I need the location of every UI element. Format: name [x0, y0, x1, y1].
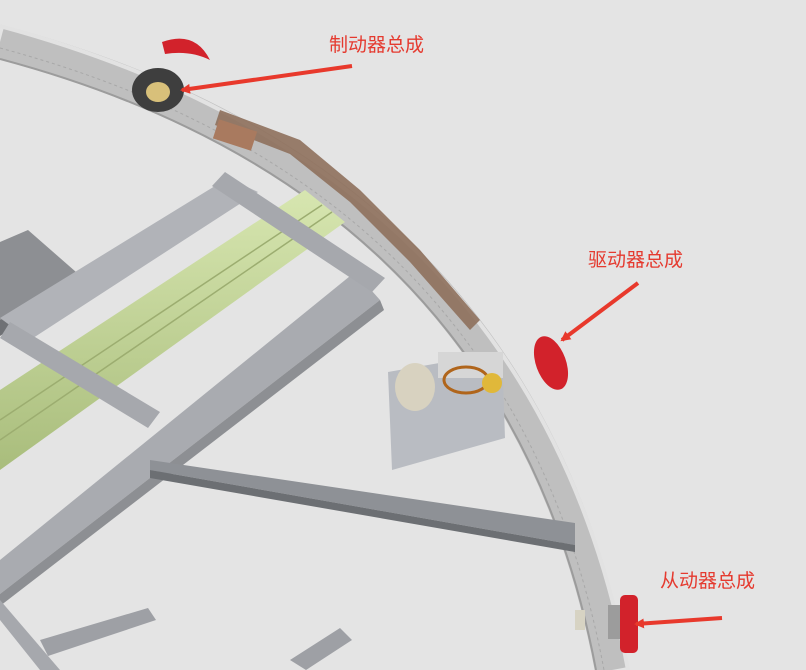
cross-brace: [0, 172, 385, 428]
bottom-rail: [0, 600, 352, 670]
drive-wheel: [533, 336, 569, 390]
brake-arrow: [180, 64, 353, 94]
driven-arrow: [634, 616, 723, 629]
driven-wheel: [575, 595, 638, 653]
drive-assembly-label: 驱动器总成: [588, 249, 684, 271]
drive-arrow: [560, 281, 640, 342]
frame-beam: [0, 178, 575, 606]
drive-motor: [388, 352, 505, 470]
copper-strip: [212, 110, 480, 330]
green-beam: [0, 190, 345, 470]
brake-assembly-label: 制动器总成: [329, 34, 425, 56]
driven-assembly-label: 从动器总成: [660, 570, 756, 592]
brake-assembly: [132, 38, 210, 112]
